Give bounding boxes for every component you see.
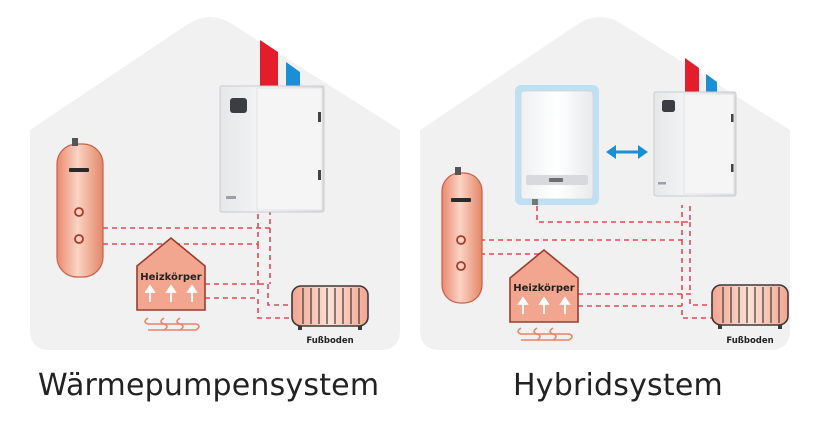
floor-coil-icon xyxy=(517,327,573,341)
house-hybrid: Heizkörper Fußboden xyxy=(420,17,790,350)
control-panel xyxy=(662,100,675,112)
flow-blue-icon xyxy=(286,62,300,88)
gas-boiler xyxy=(515,85,599,205)
heat-up-arrows xyxy=(517,296,571,314)
radiator-label: Heizkörper xyxy=(140,272,202,283)
caption-hybrid-system: Hybridsystem xyxy=(513,368,723,403)
flow-red-icon xyxy=(260,40,278,88)
tank-display xyxy=(451,198,471,202)
heat-pump-unit xyxy=(653,58,737,197)
pipe-network xyxy=(103,210,292,319)
floor-label: Fußboden xyxy=(726,336,773,346)
house-heatpump: Heizkörper Fußboden xyxy=(30,17,400,350)
exchange-arrow-icon xyxy=(606,145,648,159)
floor-coil-icon xyxy=(144,317,200,331)
heat-up-arrows xyxy=(144,284,198,302)
flow-red-icon xyxy=(685,58,699,94)
tank-display xyxy=(69,168,89,172)
heat-pump-unit xyxy=(219,40,325,213)
floor-heating: Fußboden xyxy=(711,284,789,346)
radiator-block: Heizkörper xyxy=(136,236,206,331)
pipe-network xyxy=(480,205,712,319)
hot-water-tank xyxy=(441,167,483,304)
caption-heatpump-system: Wärmepumpensystem xyxy=(38,368,380,403)
floor-heating: Fußboden xyxy=(291,285,369,346)
hot-water-tank xyxy=(56,138,104,278)
radiator-block: Heizkörper xyxy=(509,248,579,341)
control-panel xyxy=(230,98,247,113)
flow-blue-icon xyxy=(706,74,717,94)
floor-label: Fußboden xyxy=(306,336,353,346)
radiator-label: Heizkörper xyxy=(513,283,575,294)
